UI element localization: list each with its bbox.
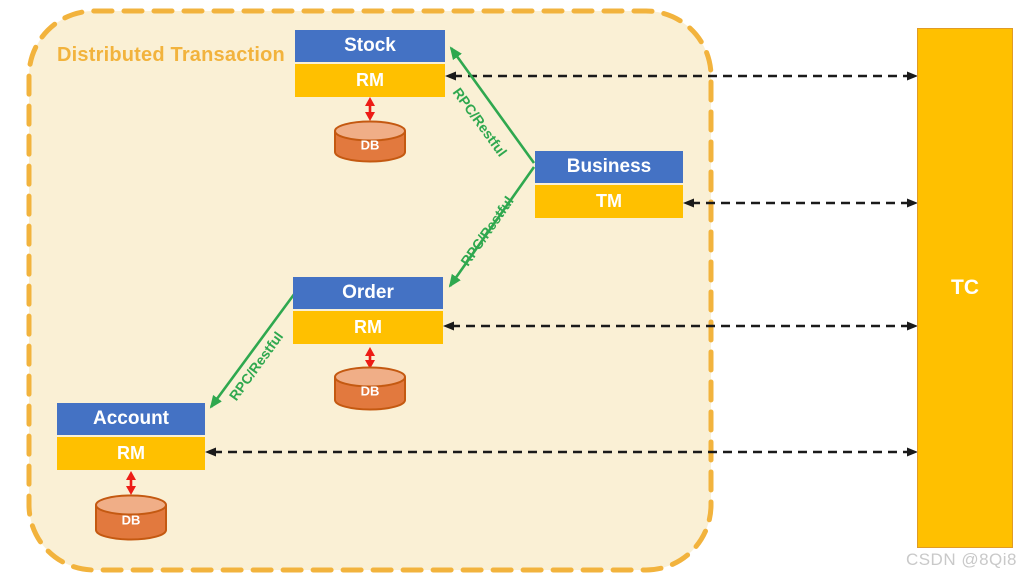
tc-label: TC bbox=[951, 276, 979, 299]
account-service-box: Account RM bbox=[57, 403, 205, 470]
business-service-name: Business bbox=[535, 151, 683, 185]
db-cylinders bbox=[95, 120, 406, 541]
stock-db-cylinder bbox=[334, 120, 406, 163]
account-rm-label: RM bbox=[57, 437, 205, 470]
db-link-order bbox=[365, 347, 375, 369]
tc-link-stock-rm bbox=[445, 71, 918, 81]
rpc-line-business-stock bbox=[449, 46, 536, 164]
stock-service-box: Stock RM bbox=[295, 30, 445, 97]
stock-db-label: DB bbox=[360, 137, 380, 153]
business-service-box: Business TM bbox=[535, 151, 683, 218]
stock-rm-label: RM bbox=[295, 64, 445, 97]
db-link-account bbox=[126, 471, 136, 495]
order-service-box: Order RM bbox=[293, 277, 443, 344]
rpc-line-business-order bbox=[448, 166, 536, 288]
tc-coordinator-box: TC bbox=[917, 28, 1013, 548]
tc-connectors bbox=[205, 71, 918, 457]
order-service-name: Order bbox=[293, 277, 443, 311]
watermark: CSDN @8Qi8 bbox=[905, 550, 1017, 569]
account-db-label: DB bbox=[121, 512, 141, 528]
rpc-line-order-account bbox=[209, 292, 297, 409]
db-links bbox=[126, 97, 375, 495]
rpc-lines bbox=[209, 46, 536, 409]
db-link-stock bbox=[365, 97, 375, 121]
order-rm-label: RM bbox=[293, 311, 443, 344]
order-db-label: DB bbox=[360, 383, 380, 399]
stock-service-name: Stock bbox=[295, 30, 445, 64]
order-db-cylinder bbox=[334, 366, 406, 411]
tc-link-account-rm bbox=[205, 447, 918, 457]
tc-link-order-rm bbox=[443, 321, 918, 331]
business-tm-label: TM bbox=[535, 185, 683, 218]
account-db-cylinder bbox=[95, 494, 167, 541]
diagram-title: Distributed Transaction bbox=[57, 44, 285, 66]
tc-link-business-tm bbox=[683, 198, 918, 208]
account-service-name: Account bbox=[57, 403, 205, 437]
